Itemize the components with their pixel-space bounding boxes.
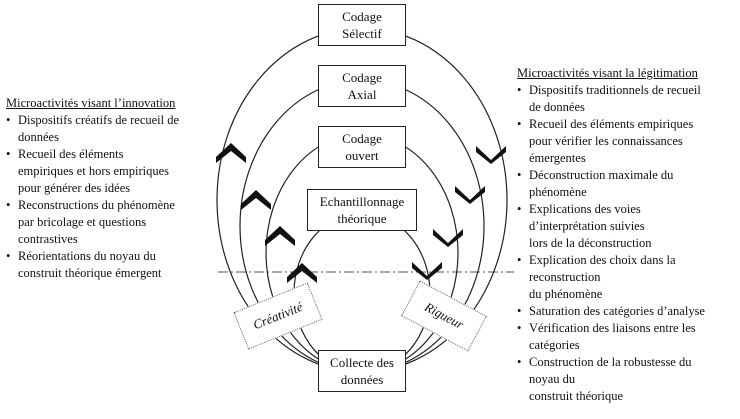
box-label-line: données xyxy=(340,372,384,387)
up-chevron-icon xyxy=(241,190,271,210)
item-line: Recueil des éléments xyxy=(18,147,124,161)
box-label-line: Sélectif xyxy=(342,26,382,41)
item-line: Explication des choix dans la xyxy=(529,253,676,267)
item-line: construit théorique émergent xyxy=(18,266,162,280)
item-line: Construction de la robustesse du xyxy=(529,355,692,369)
box-codage-selectif: Codage Sélectif xyxy=(318,4,406,46)
item-line: construit théorique xyxy=(529,389,624,403)
left-items-list: Dispositifs créatifs de recueil de donné… xyxy=(6,112,216,282)
list-item: Recueil des éléments empiriques et hors … xyxy=(6,146,216,197)
right-items-list: Dispositifs traditionnels de recueil de … xyxy=(517,82,739,405)
inner-loop xyxy=(293,212,431,374)
left-panel-title: Microactivités visant l’innovation xyxy=(6,96,176,110)
up-chevron-icon xyxy=(265,226,295,246)
tag-label: Rigueur xyxy=(422,299,467,333)
box-label-line: ouvert xyxy=(345,148,379,163)
down-chevron-icon xyxy=(476,146,506,164)
item-line: pour vérifier les connaissances xyxy=(529,134,683,148)
item-line: Recueil des éléments empiriques xyxy=(529,117,694,131)
item-line: noyau du xyxy=(529,372,576,386)
list-item: Saturation des catégories d’analyse xyxy=(517,303,739,320)
item-line: lors de la déconstruction xyxy=(529,236,652,250)
up-chevron-icon xyxy=(216,143,246,163)
item-line: émergentes xyxy=(529,151,586,165)
list-item: Explications des voies d’interprétation … xyxy=(517,201,739,252)
item-line: Dispositifs traditionnels de recueil xyxy=(529,83,701,97)
item-line: phénomène xyxy=(529,185,587,199)
list-item: Reconstructions du phénomène par bricola… xyxy=(6,197,216,248)
item-line: Réorientations du noyau du xyxy=(18,249,156,263)
list-item: Construction de la robustesse du noyau d… xyxy=(517,354,739,405)
third-loop xyxy=(265,133,459,373)
item-line: catégories xyxy=(529,338,580,352)
item-line: reconstruction xyxy=(529,270,601,284)
down-chevron-icon xyxy=(433,229,463,247)
list-item: Explication des choix dans la reconstruc… xyxy=(517,252,739,303)
up-chevron-icon xyxy=(287,263,317,283)
list-item: Déconstruction maximale du phénomène xyxy=(517,167,739,201)
list-item: Dispositifs traditionnels de recueil de … xyxy=(517,82,739,116)
box-label-line: Codage xyxy=(342,70,382,85)
item-line: Déconstruction maximale du xyxy=(529,168,674,182)
box-echantillonnage-theorique: Echantillonnage théorique xyxy=(307,189,417,231)
left-microactivities-panel: Microactivités visant l’innovation Dispo… xyxy=(6,95,216,282)
item-line: Vérification des liaisons entre les xyxy=(529,321,696,335)
down-chevron-icon xyxy=(412,262,442,280)
item-line: Reconstructions du phénomène xyxy=(18,198,175,212)
tag-label: Créativité xyxy=(250,298,305,333)
box-label-line: théorique xyxy=(337,211,387,226)
box-codage-axial: Codage Axial xyxy=(318,65,406,107)
item-line: données xyxy=(18,130,59,144)
down-chevron-icon xyxy=(455,186,485,204)
item-line: par bricolage et questions xyxy=(18,215,147,229)
box-label-line: Echantillonnage xyxy=(319,194,405,209)
list-item: Dispositifs créatifs de recueil de donné… xyxy=(6,112,216,146)
item-line: du phénomène xyxy=(529,287,603,301)
item-line: Saturation des catégories d’analyse xyxy=(529,304,705,318)
box-codage-ouvert: Codage ouvert xyxy=(318,126,406,168)
item-line: d’interprétation suivies xyxy=(529,219,645,233)
box-label-line: Collecte des xyxy=(330,355,394,370)
item-line: de données xyxy=(529,100,585,114)
right-panel-title: Microactivités visant la légitimation xyxy=(517,66,698,80)
box-label-line: Axial xyxy=(347,87,377,102)
right-microactivities-panel: Microactivités visant la légitimation Di… xyxy=(517,65,739,405)
list-item: Vérification des liaisons entre les caté… xyxy=(517,320,739,354)
list-item: Réorientations du noyau du construit thé… xyxy=(6,248,216,282)
item-line: Dispositifs créatifs de recueil de xyxy=(18,113,180,127)
item-line: empiriques et hors empiriques xyxy=(18,164,170,178)
box-collecte-donnees: Collecte des données xyxy=(318,350,406,392)
box-label-line: Codage xyxy=(342,131,382,146)
list-item: Recueil des éléments empiriques pour vér… xyxy=(517,116,739,167)
box-label-line: Codage xyxy=(342,9,382,24)
item-line: contrastives xyxy=(18,232,78,246)
item-line: pour générer des idées xyxy=(18,181,131,195)
item-line: Explications des voies xyxy=(529,202,641,216)
